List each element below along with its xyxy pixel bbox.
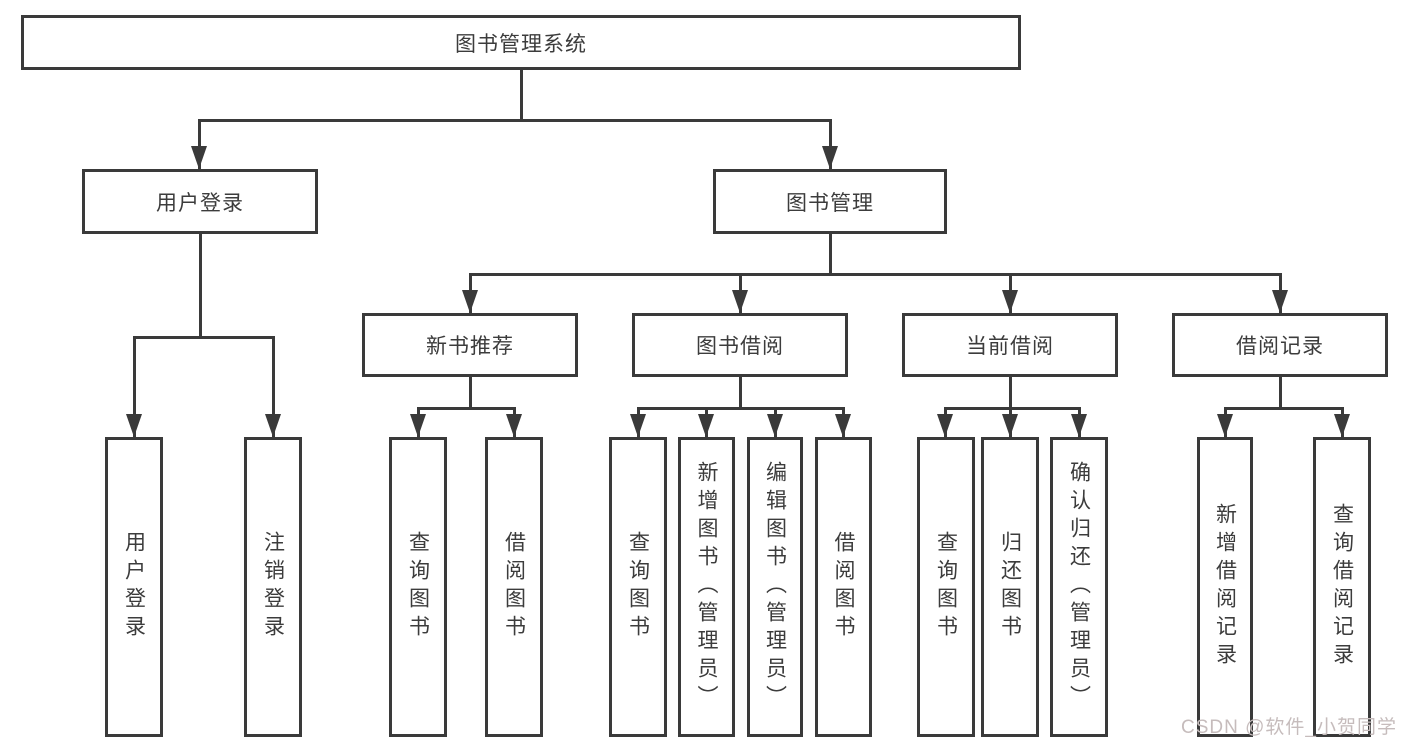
node-book-borrow: 图书借阅 (632, 313, 848, 377)
leaf-logout-label: 注销登录 (261, 531, 285, 643)
arrow-to-add-book-admin (698, 414, 714, 437)
leaf-query-books-borrow: 查询图书 (609, 437, 667, 737)
arrow-to-leaf-user-login (126, 414, 142, 437)
connector-arrow-user-login-stem (198, 119, 201, 169)
connector-arrow-leaf-user-login-stem (133, 336, 136, 437)
node-book-management: 图书管理 (713, 169, 947, 234)
leaf-borrow-books-recommend: 借阅图书 (485, 437, 543, 737)
arrow-to-query-borrow-record (1334, 414, 1350, 437)
connector-current-borrow-stem (1009, 377, 1012, 407)
arrow-to-query-books-borrow (630, 414, 646, 437)
leaf-user-login: 用户登录 (105, 437, 163, 737)
leaf-edit-book-admin-label: 编辑图书（管理员） (763, 461, 787, 713)
arrow-to-query-books-recommend (410, 414, 426, 437)
connector-user-login-hline (133, 336, 274, 339)
leaf-query-borrow-record-label: 查询借阅记录 (1330, 503, 1354, 671)
arrow-to-leaf-logout (265, 414, 281, 437)
csdn-watermark: CSDN @软件_小贺同学 (1181, 717, 1397, 738)
arrow-to-add-borrow-record (1217, 414, 1233, 437)
node-borrow-records-label: 借阅记录 (1236, 335, 1324, 358)
leaf-query-books-recommend: 查询图书 (389, 437, 447, 737)
leaf-borrow-books-label: 借阅图书 (832, 531, 855, 643)
connector-borrow-records-stem (1279, 377, 1282, 407)
leaf-logout: 注销登录 (244, 437, 302, 737)
node-new-book-recommend: 新书推荐 (362, 313, 578, 377)
arrow-to-book-borrow (732, 290, 748, 313)
arrow-to-return-books (1002, 414, 1018, 437)
leaf-return-books-label: 归还图书 (998, 531, 1022, 643)
leaf-query-books-recommend-label: 查询图书 (406, 531, 430, 643)
node-current-borrow: 当前借阅 (902, 313, 1118, 377)
leaf-add-book-admin-label: 新增图书（管理员） (695, 461, 718, 713)
leaf-add-borrow-record-label: 新增借阅记录 (1213, 503, 1237, 671)
node-borrow-records: 借阅记录 (1172, 313, 1388, 377)
leaf-user-login-label: 用户登录 (122, 531, 146, 643)
arrow-to-current-borrow (1002, 290, 1018, 313)
leaf-borrow-books-recommend-label: 借阅图书 (502, 531, 526, 643)
leaf-query-borrow-record: 查询借阅记录 (1313, 437, 1371, 737)
connector-arrow-book-management-stem (829, 119, 832, 169)
leaf-borrow-books: 借阅图书 (815, 437, 872, 737)
leaf-add-borrow-record: 新增借阅记录 (1197, 437, 1253, 737)
leaf-add-book-admin: 新增图书（管理员） (678, 437, 735, 737)
arrow-to-user-login (191, 146, 207, 169)
connector-recommend-hline (417, 407, 516, 410)
leaf-confirm-return-admin-label: 确认归还（管理员） (1067, 461, 1091, 713)
arrow-to-book-management (822, 146, 838, 169)
connector-recommend-stem (469, 377, 472, 407)
node-user-login: 用户登录 (82, 169, 318, 234)
arrow-to-query-books-current (937, 414, 953, 437)
node-user-login-label: 用户登录 (156, 191, 244, 215)
connector-book-borrow-hline (637, 407, 845, 410)
connector-root-hline (198, 119, 832, 122)
node-new-book-recommend-label: 新书推荐 (426, 335, 514, 358)
leaf-query-books-borrow-label: 查询图书 (626, 531, 650, 643)
arrow-to-borrow-books (835, 414, 851, 437)
leaf-query-books-current-label: 查询图书 (934, 531, 958, 643)
connector-current-borrow-hline (944, 407, 1081, 410)
arrow-to-confirm-return-admin (1071, 414, 1087, 437)
node-root: 图书管理系统 (21, 15, 1021, 70)
connector-root-stem (520, 70, 523, 119)
leaf-confirm-return-admin: 确认归还（管理员） (1050, 437, 1108, 737)
arrow-to-borrow-books-recommend (506, 414, 522, 437)
leaf-query-books-current: 查询图书 (917, 437, 975, 737)
node-current-borrow-label: 当前借阅 (966, 335, 1054, 358)
node-book-management-label: 图书管理 (786, 191, 874, 215)
connector-user-login-stem (199, 234, 202, 336)
leaf-edit-book-admin: 编辑图书（管理员） (747, 437, 803, 737)
leaf-return-books: 归还图书 (981, 437, 1039, 737)
connector-book-borrow-stem (739, 377, 742, 407)
connector-book-management-hline (469, 273, 1282, 276)
node-root-label: 图书管理系统 (455, 32, 587, 56)
arrow-to-new-book-recommend (462, 290, 478, 313)
connector-book-management-stem (829, 234, 832, 273)
node-book-borrow-label: 图书借阅 (696, 335, 784, 358)
connector-borrow-records-hline (1224, 407, 1344, 410)
arrow-to-borrow-records (1272, 290, 1288, 313)
arrow-to-edit-book-admin (767, 414, 783, 437)
connector-arrow-leaf-logout-stem (272, 336, 275, 437)
